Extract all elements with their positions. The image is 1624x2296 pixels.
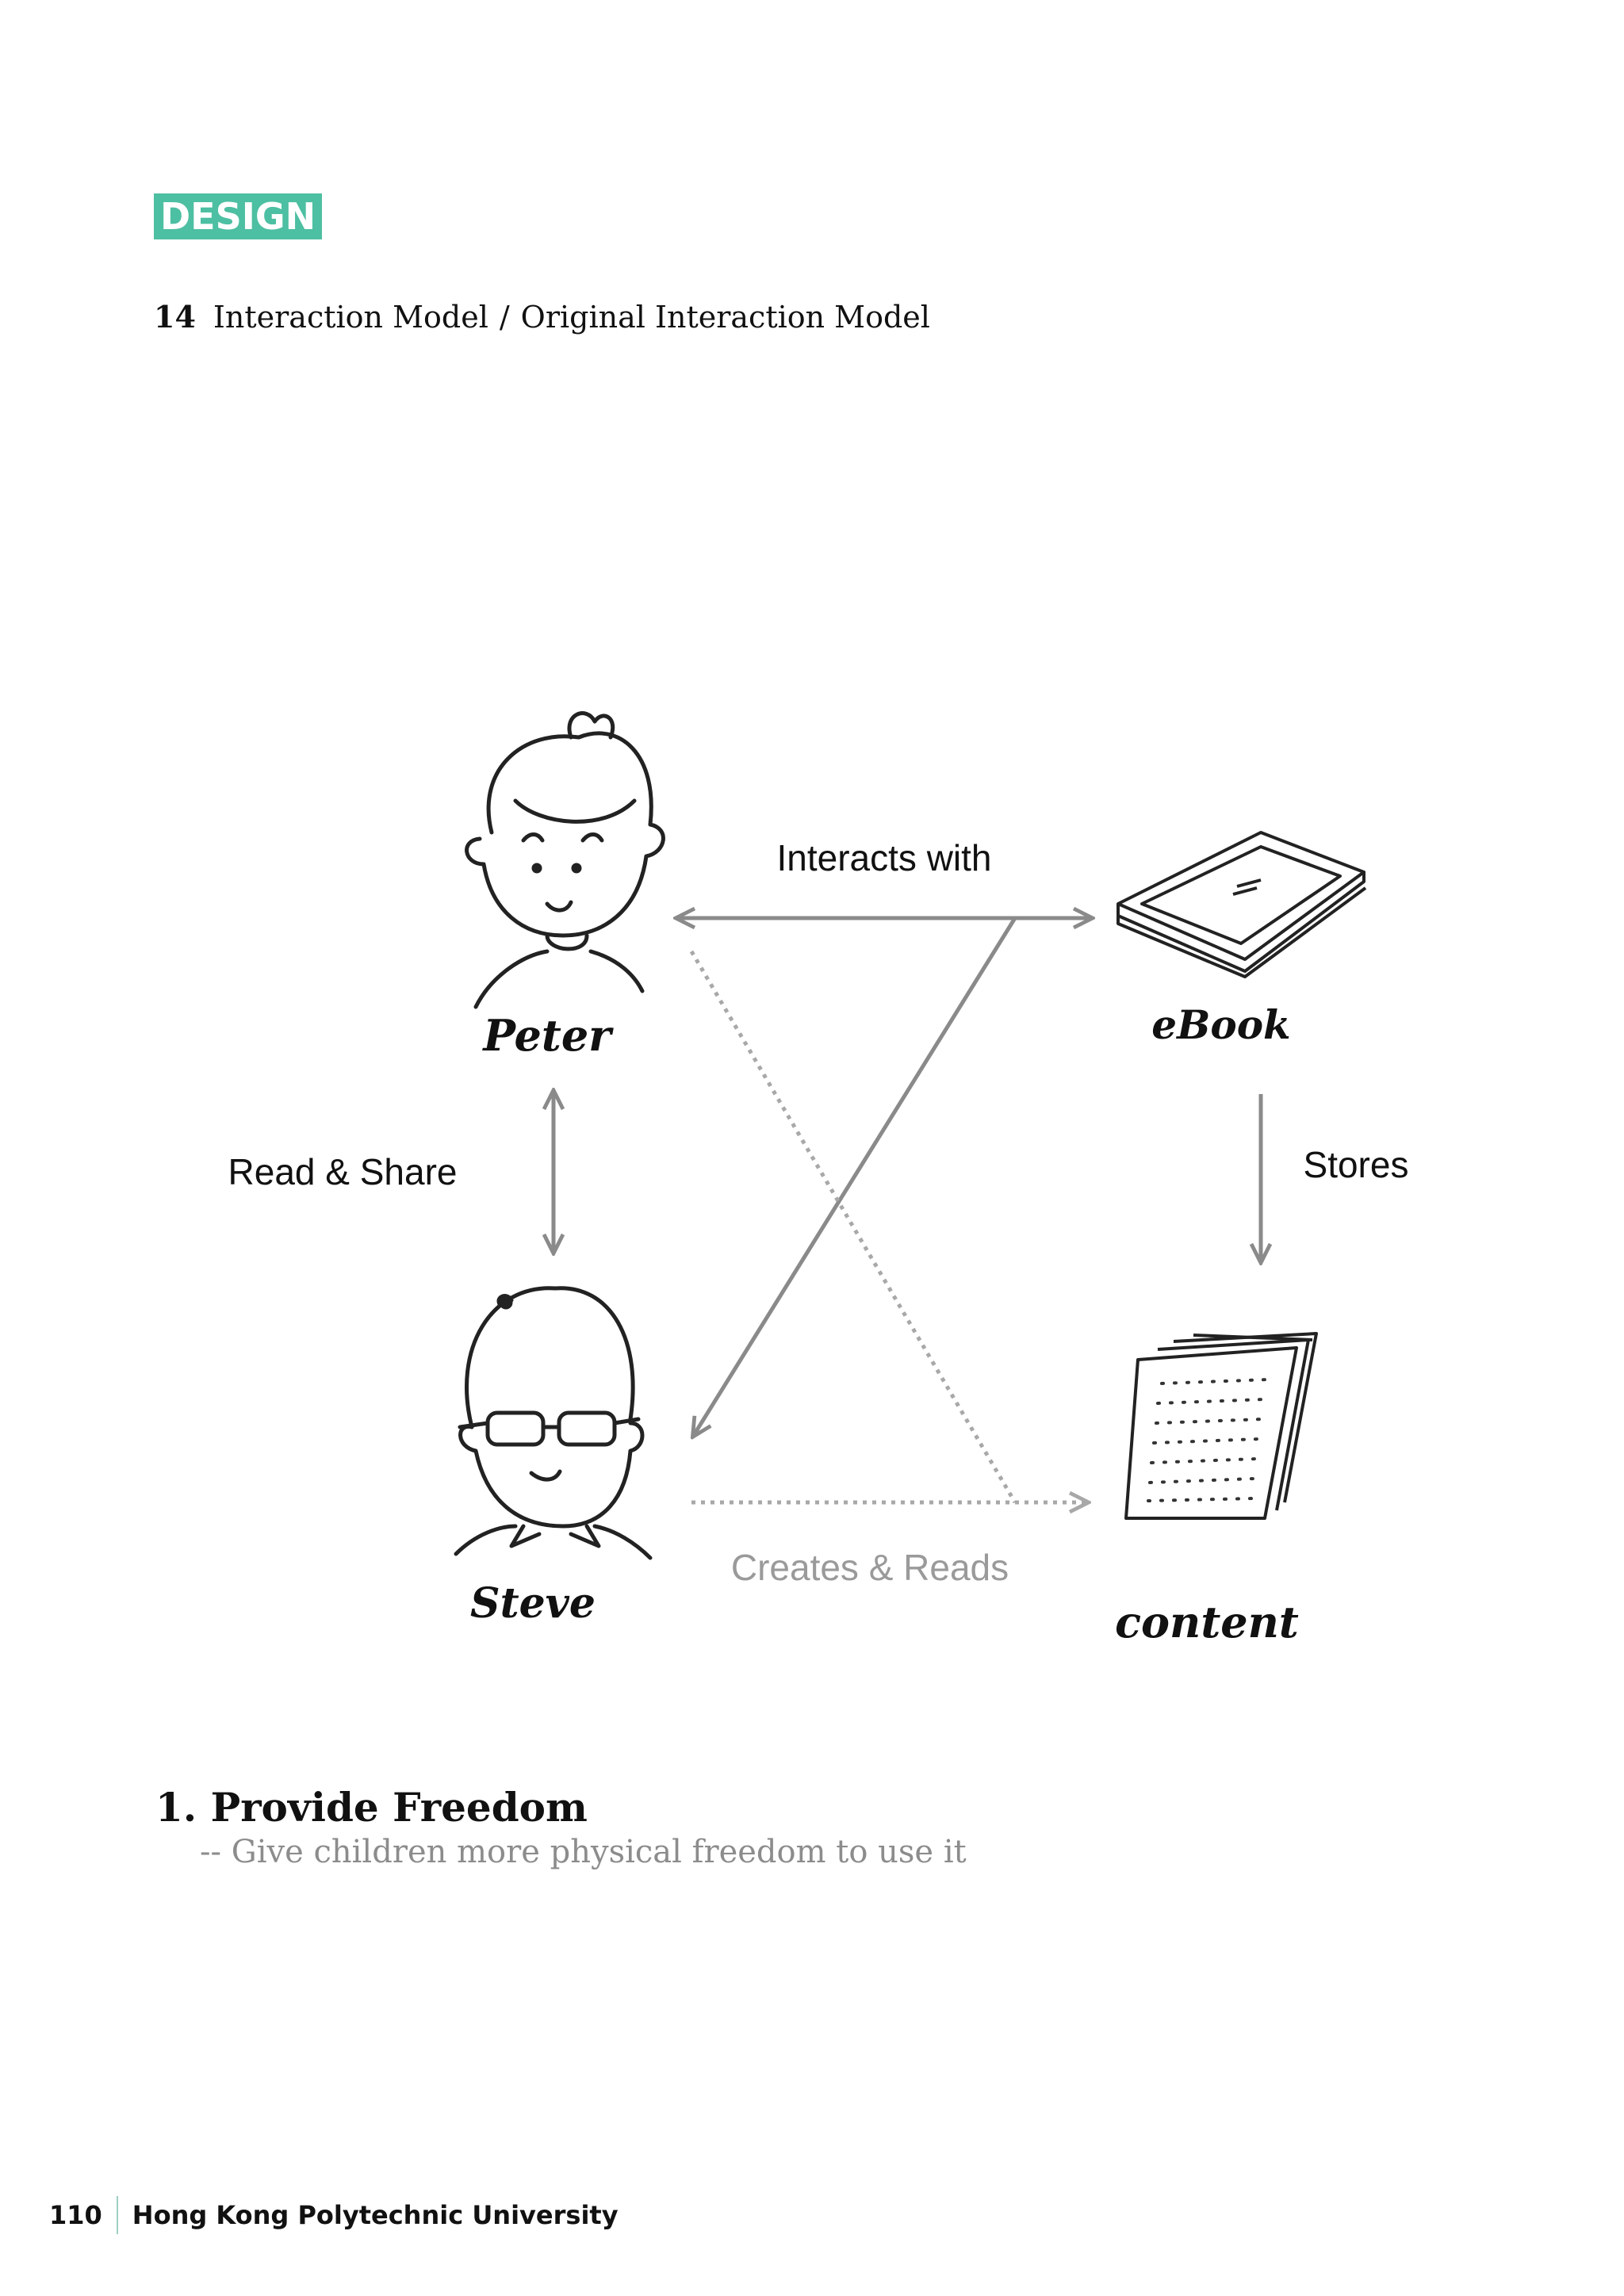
edge-label-creates-reads: Creates & Reads <box>731 1547 1009 1588</box>
node-label-content: content <box>1115 1597 1299 1647</box>
edge-peter-content-dotted <box>689 950 1017 1504</box>
interaction-model-diagram: Peter eBook Steve <box>228 711 1409 1647</box>
page-number: 110 <box>49 2200 102 2230</box>
figure-subtitle: Original Interaction Model <box>520 300 930 335</box>
principle-subtitle: -- Give children more physical freedom t… <box>200 1834 967 1870</box>
edge-label-stores: Stores <box>1304 1144 1409 1185</box>
section-tag: DESIGN <box>154 193 323 239</box>
node-label-ebook: eBook <box>1151 1001 1290 1048</box>
figure-number: 14 <box>154 299 196 335</box>
footer-university: Hong Kong Polytechnic University <box>132 2200 619 2230</box>
principle-title: 1. Provide Freedom <box>155 1784 588 1831</box>
page-footer: 110 Hong Kong Polytechnic University <box>49 2196 619 2234</box>
footer-divider <box>116 2196 118 2234</box>
content-sketch <box>1124 1332 1318 1520</box>
ebook-sketch <box>1116 831 1367 978</box>
figure-title: Interaction Model <box>213 300 488 335</box>
edge-ebook-steve <box>694 916 1017 1435</box>
heading-separator: / <box>499 300 510 335</box>
edge-label-read-share: Read & Share <box>228 1151 458 1192</box>
node-label-steve: Steve <box>470 1579 596 1628</box>
edge-label-interacts-with: Interacts with <box>777 837 992 878</box>
figure-heading: 14 Interaction Model / Original Interaction… <box>154 293 930 341</box>
peter-sketch <box>465 711 665 1009</box>
steve-sketch <box>454 1286 653 1560</box>
node-label-peter: Peter <box>481 1010 614 1061</box>
